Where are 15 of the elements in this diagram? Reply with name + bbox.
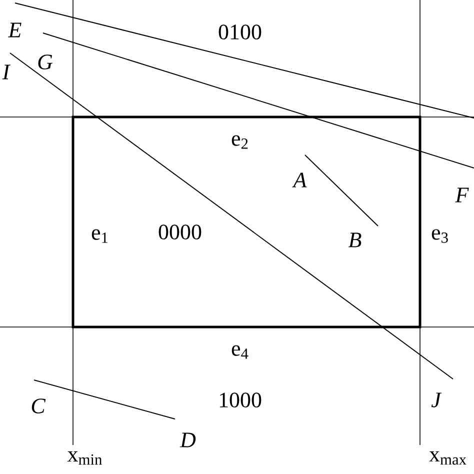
text-label: 0100	[218, 24, 262, 40]
text-label: e$_{1}$	[92, 229, 108, 243]
text-label: E	[8, 22, 22, 38]
text-label: G	[38, 54, 52, 70]
text-label: D	[180, 432, 196, 448]
text-label: 1000	[220, 392, 262, 408]
text-label: e$_{2}$	[232, 135, 248, 149]
text-label: x$_{max}$	[429, 451, 466, 465]
text-label: C	[32, 398, 46, 414]
text-label: J	[431, 392, 442, 408]
text-label: I	[2, 64, 11, 80]
text-label: A	[292, 172, 307, 188]
text-label: B	[348, 232, 362, 248]
text-label: F	[455, 188, 469, 202]
text-label: x$_{min}$	[67, 451, 102, 465]
